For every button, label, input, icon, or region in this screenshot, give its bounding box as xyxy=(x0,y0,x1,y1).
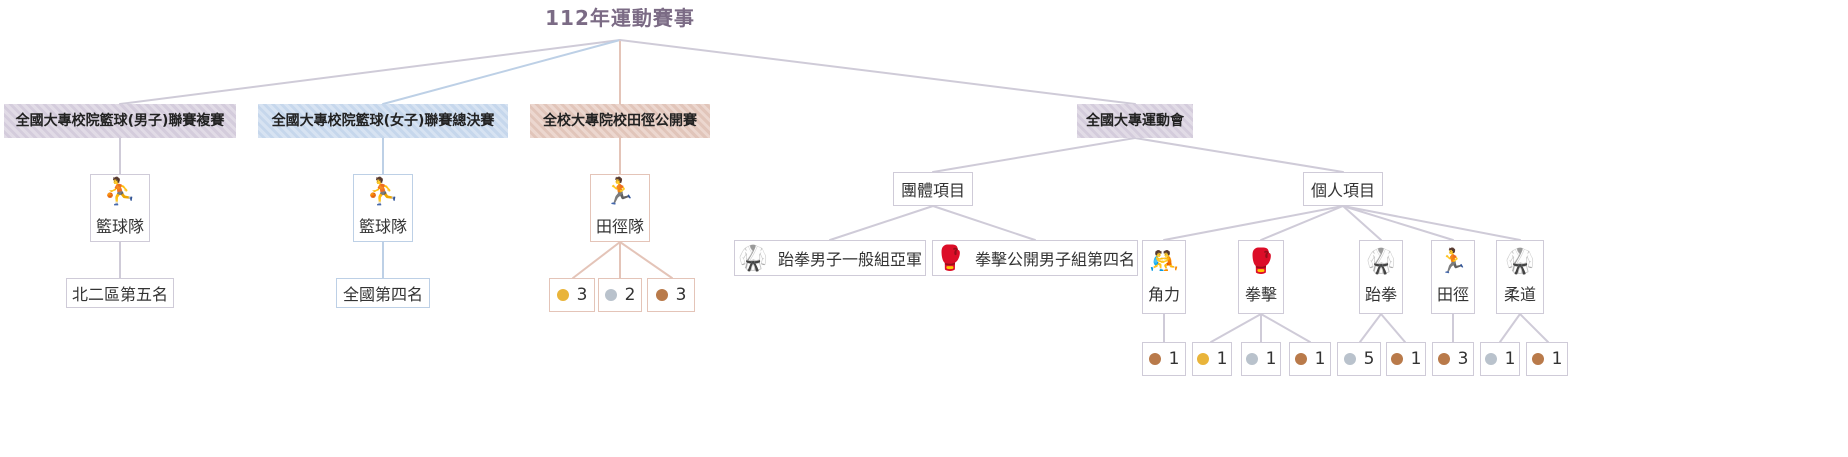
boxing-icon: 🥊 xyxy=(1246,247,1276,275)
basketball-player-icon: ⛹ xyxy=(103,177,137,207)
taekwondo-kick-icon: 🥋 xyxy=(738,244,768,272)
silver-medal-icon xyxy=(1343,353,1356,365)
medal-bronze-boxing: 1 xyxy=(1289,342,1331,376)
event-band-womens-basketball: 全國大專校院籃球(女子)聯賽總決賽 xyxy=(258,104,508,138)
medal-silver-judo: 1 xyxy=(1480,342,1520,376)
team-label: 籃球隊 xyxy=(95,217,144,236)
team-card-track-field: 🏃 田徑隊 xyxy=(590,174,650,242)
individual-judo: 🥋 柔道 xyxy=(1496,240,1544,314)
medal-bronze-wrestling: 1 xyxy=(1142,342,1186,376)
hurdler-icon: 🏃 xyxy=(603,177,637,207)
bronze-medal-icon xyxy=(1437,353,1450,365)
medal-bronze-track: 3 xyxy=(647,278,695,312)
medal-bronze-judo: 1 xyxy=(1526,342,1568,376)
silver-medal-icon xyxy=(1484,353,1497,365)
individual-taekwondo: 🥋 跆拳 xyxy=(1359,240,1403,314)
boxing-icon: 🥊 xyxy=(935,244,965,272)
medal-silver-track: 2 xyxy=(598,278,642,312)
result-womens-basketball: 全國第四名 xyxy=(336,278,430,308)
medal-gold-boxing: 1 xyxy=(1192,342,1232,376)
individual-wrestling: 🤼 角力 xyxy=(1142,240,1186,314)
event-band-national-games: 全國大專運動會 xyxy=(1077,104,1193,138)
team-label: 田徑隊 xyxy=(595,217,644,236)
bronze-medal-icon xyxy=(1390,353,1403,365)
medal-gold-track: 3 xyxy=(549,278,595,312)
team-item-boxing: 🥊 拳擊公開男子組第四名 xyxy=(932,240,1138,276)
bronze-medal-icon xyxy=(655,289,668,301)
gold-medal-icon xyxy=(556,289,569,301)
gold-medal-icon xyxy=(1196,353,1209,365)
result-mens-basketball: 北二區第五名 xyxy=(66,278,174,308)
page-title: 112年運動賽事 xyxy=(545,6,695,30)
judo-icon: 🥋 xyxy=(1505,247,1535,275)
team-card-womens-basketball: ⛹ 籃球隊 xyxy=(353,174,413,242)
medal-silver-taekwondo: 5 xyxy=(1337,342,1381,376)
bronze-medal-icon xyxy=(1294,353,1307,365)
taekwondo-kick-icon: 🥋 xyxy=(1366,247,1396,275)
group-team-events: 團體項目 xyxy=(893,172,973,206)
hurdler-icon: 🏃 xyxy=(1438,247,1468,275)
wrestling-icon: 🤼 xyxy=(1149,247,1179,275)
medal-bronze-taekwondo: 1 xyxy=(1386,342,1426,376)
silver-medal-icon xyxy=(604,289,617,301)
silver-medal-icon xyxy=(1245,353,1258,365)
event-band-mens-basketball: 全國大專校院籃球(男子)聯賽複賽 xyxy=(4,104,236,138)
group-individual-events: 個人項目 xyxy=(1303,172,1383,206)
individual-boxing: 🥊 拳擊 xyxy=(1238,240,1284,314)
individual-track: 🏃 田徑 xyxy=(1431,240,1475,314)
team-item-taekwondo: 🥋 跆拳男子一般組亞軍 xyxy=(734,240,926,276)
bronze-medal-icon xyxy=(1148,353,1161,365)
team-card-mens-basketball: ⛹ 籃球隊 xyxy=(90,174,150,242)
event-band-track-field: 全校大專院校田徑公開賽 xyxy=(530,104,710,138)
medal-silver-boxing: 1 xyxy=(1241,342,1281,376)
team-label: 籃球隊 xyxy=(358,217,407,236)
medal-bronze-track-individual: 3 xyxy=(1432,342,1474,376)
bronze-medal-icon xyxy=(1531,353,1544,365)
basketball-player-icon: ⛹ xyxy=(366,177,400,207)
